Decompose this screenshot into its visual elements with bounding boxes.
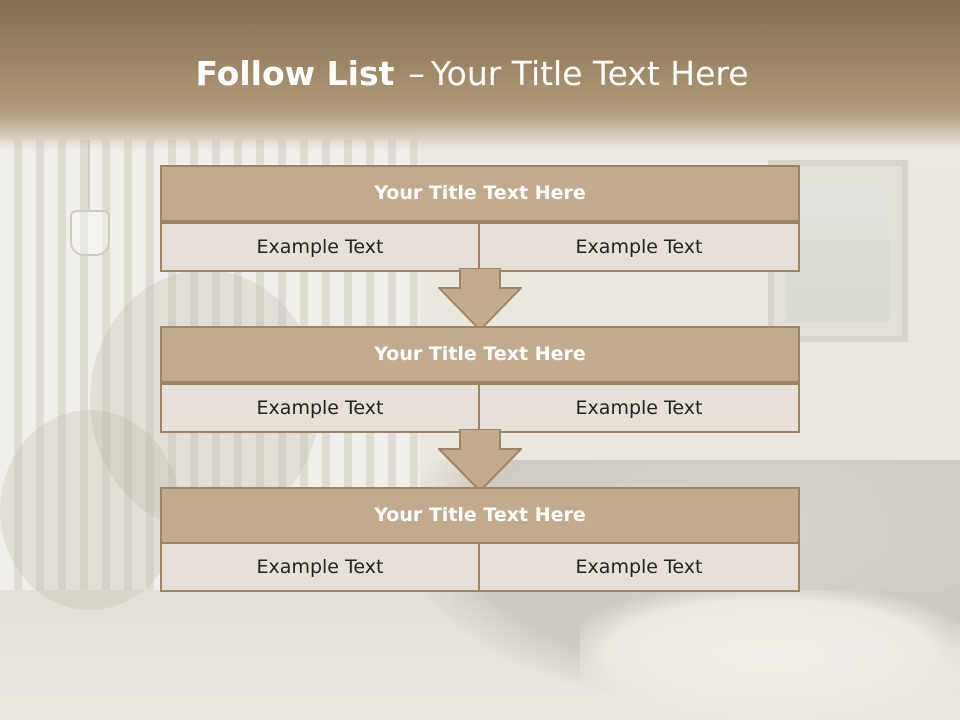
- title-separator: –: [408, 54, 425, 93]
- step-right-text[interactable]: Example Text: [480, 383, 800, 433]
- step-left-text[interactable]: Example Text: [160, 383, 480, 433]
- wall-picture-frame: [768, 160, 908, 342]
- down-arrow-icon: [438, 429, 522, 493]
- slide-title[interactable]: Follow List–Your Title Text Here: [0, 54, 944, 93]
- title-rest: Your Title Text Here: [430, 54, 749, 93]
- step-left-text[interactable]: Example Text: [160, 222, 480, 272]
- step-right-text[interactable]: Example Text: [480, 222, 800, 272]
- down-arrow-icon: [438, 268, 522, 332]
- hanging-lamp-icon: [70, 210, 110, 256]
- step-right-text[interactable]: Example Text: [480, 542, 800, 592]
- step-left-text[interactable]: Example Text: [160, 542, 480, 592]
- fur-rug: [580, 590, 960, 720]
- title-bold: Follow List: [195, 54, 395, 93]
- step-title[interactable]: Your Title Text Here: [160, 487, 800, 544]
- step-title[interactable]: Your Title Text Here: [160, 326, 800, 383]
- header-band: [0, 0, 960, 150]
- step-title[interactable]: Your Title Text Here: [160, 165, 800, 222]
